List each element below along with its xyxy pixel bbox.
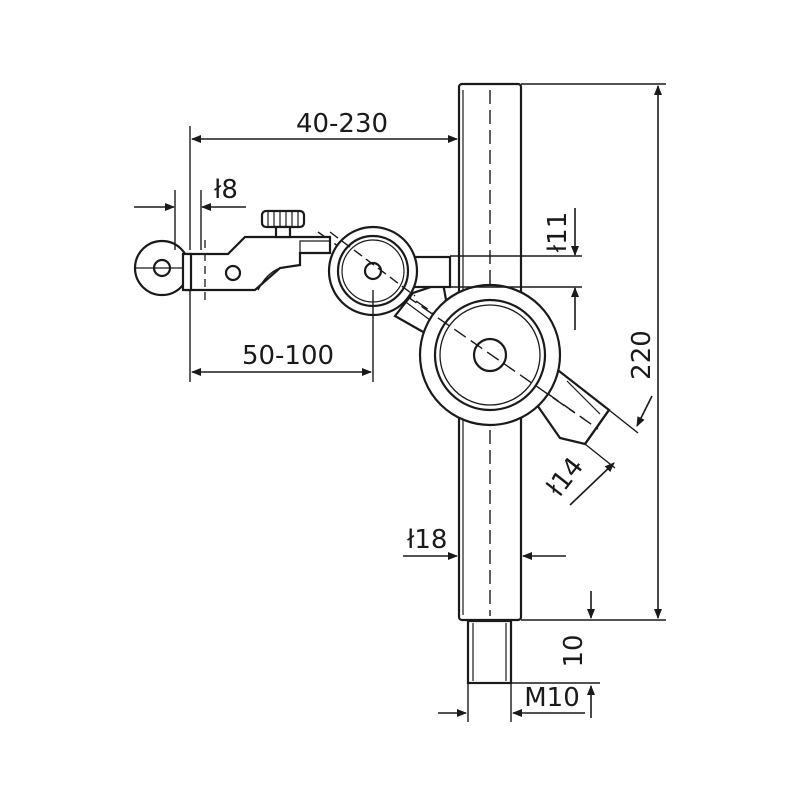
dimension-overall-height (521, 83, 666, 621)
large-clamp (404, 283, 576, 427)
dimension-thread-length (511, 591, 600, 718)
label-arm-length: 50-100 (242, 341, 334, 371)
label-cross-arm-diameter: ł14 (541, 452, 590, 502)
dimension-reach (189, 126, 460, 250)
knurled-screw (260, 209, 306, 239)
dimension-labels: 40-230 ł8 50-100 ł11 220 ł14 ł18 10 M10 (214, 109, 657, 713)
label-thread: M10 (524, 683, 580, 713)
holder-arm (184, 235, 332, 300)
threaded-end (466, 619, 513, 685)
label-overall-height: 220 (627, 330, 657, 380)
eye-end (133, 239, 193, 297)
label-arm-diameter: ł8 (214, 175, 238, 205)
dimension-thread (438, 683, 585, 722)
label-joint-diameter: ł11 (543, 212, 573, 252)
label-thread-length: 10 (559, 634, 589, 667)
label-column-diameter: ł18 (407, 525, 447, 555)
dimension-cross-arm-diameter (569, 395, 653, 506)
dimension-arm-diameter (134, 190, 246, 250)
dimension-arm-length (189, 290, 374, 382)
label-reach: 40-230 (296, 109, 388, 139)
dimension-joint-diameter (450, 208, 582, 330)
